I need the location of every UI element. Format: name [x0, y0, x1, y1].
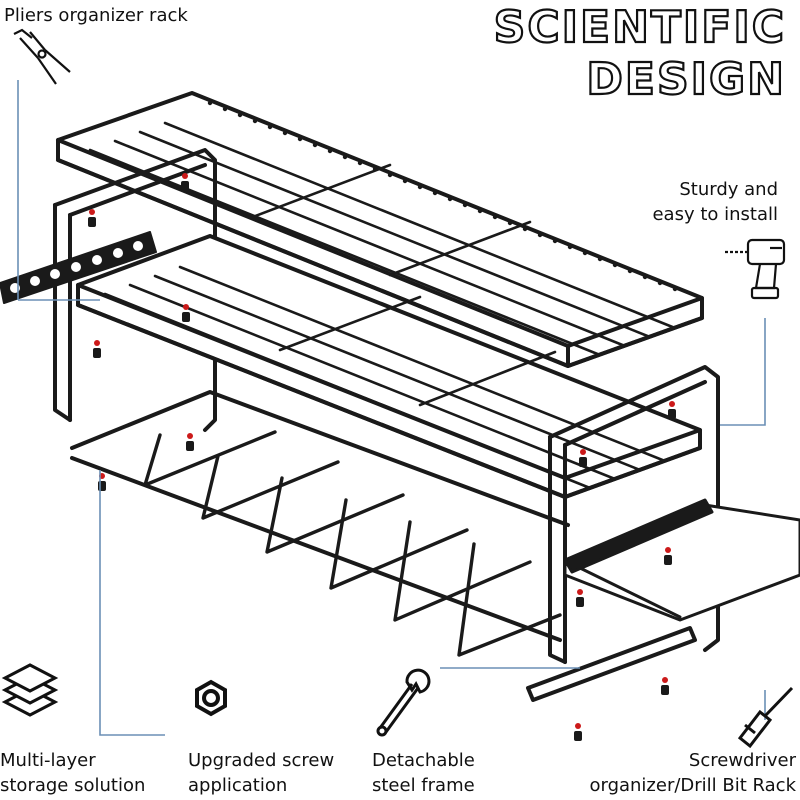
- feature-label-line-1: Detachable: [372, 750, 475, 771]
- screwdriver-icon: [737, 686, 794, 749]
- bottom-hooks: [143, 430, 562, 657]
- screws: [88, 173, 676, 741]
- feature-label-line-1: Upgraded screw: [188, 750, 335, 771]
- headline-line-1: SCIENTIFIC: [493, 1, 786, 54]
- feature-multi-layer: Multi-layer storage solution: [0, 748, 160, 798]
- feature-label-line-2: storage solution: [0, 775, 146, 796]
- callout-install-label-1: Sturdy and: [679, 179, 778, 200]
- hex-nut-icon: [195, 679, 227, 717]
- feature-label-line-1: Multi-layer: [0, 750, 96, 771]
- leader-lines: [17, 80, 766, 736]
- feature-screwdriver: Screwdriver organizer/Drill Bit Rack: [556, 748, 796, 798]
- callout-pliers-label: Pliers organizer rack: [4, 5, 188, 26]
- feature-label-line-2: organizer/Drill Bit Rack: [589, 775, 796, 796]
- feature-label-line-1: Screwdriver: [688, 750, 796, 771]
- headline-line-2: DESIGN: [585, 53, 786, 106]
- feature-label-line-2: steel frame: [372, 775, 475, 796]
- feature-label-line-2: application: [188, 775, 288, 796]
- top-shelf-wires: [88, 121, 677, 357]
- power-drill-icon: [725, 238, 786, 300]
- feature-detachable: Detachable steel frame: [372, 748, 502, 798]
- feature-screw: Upgraded screw application: [188, 748, 353, 798]
- middle-shelf-wires: [103, 265, 667, 490]
- right-bracket: [548, 365, 720, 664]
- pliers-icon: [13, 28, 71, 85]
- top-shelf-holes: [207, 100, 678, 292]
- stacked-layers-icon: [1, 663, 59, 717]
- bottom-rack: [70, 390, 697, 702]
- callout-install-label-2: easy to install: [652, 204, 778, 225]
- pliers-plate: [0, 231, 157, 304]
- wrench-icon: [376, 668, 431, 737]
- drill-bit-shelf: [563, 498, 800, 622]
